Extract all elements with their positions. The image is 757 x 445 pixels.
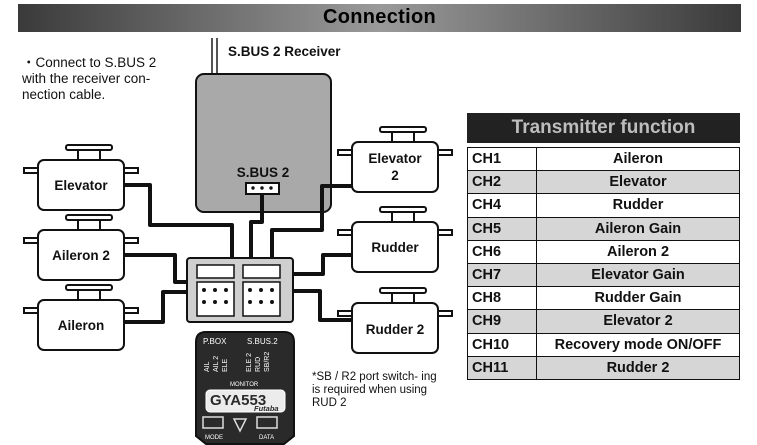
gyro-sbus2-label: S.BUS.2 [247, 337, 278, 346]
channel-cell: CH6 [467, 239, 537, 264]
function-cell: Elevator Gain [536, 262, 740, 288]
servo-label-rudder2: Rudder 2 [366, 322, 425, 337]
channel-cell: CH5 [467, 216, 537, 241]
title-bar: Connection [18, 4, 741, 32]
function-cell: Aileron [536, 146, 740, 172]
channel-cell: CH7 [467, 262, 537, 288]
channel-cell: CH8 [467, 286, 537, 311]
servo-label-elevator: Elevator [54, 178, 108, 193]
servo-label-rudder: Rudder [371, 240, 419, 255]
function-cell: Aileron Gain [536, 216, 740, 241]
servo-rudder2 [337, 287, 453, 354]
connection-note: ・Connect to S.BUS 2 with the receiver co… [22, 55, 157, 102]
page-title: Connection [323, 6, 436, 28]
function-cell: Rudder 2 [536, 355, 740, 380]
servo-label-elevator2-line2: 2 [391, 168, 399, 183]
gyro-data-label: DATA [259, 435, 274, 441]
gyro-port-sbr2: SB/R2 [264, 352, 271, 372]
channel-cell: CH4 [467, 193, 537, 218]
receiver-label: S.BUS 2 Receiver [228, 44, 341, 59]
function-cell: Recovery mode ON/OFF [536, 332, 740, 357]
channel-cell: CH2 [467, 170, 537, 195]
function-cell: Aileron 2 [536, 239, 740, 264]
channel-cell: CH11 [467, 355, 537, 380]
gyro-port-rud: RUD [255, 357, 262, 372]
receiver-port-label: S.BUS 2 [237, 165, 290, 180]
function-cell: Elevator 2 [536, 309, 740, 334]
function-cell: Rudder [536, 193, 740, 218]
gyro-port-ail2: AIL 2 [213, 356, 220, 372]
gyro-port-ail: AIL [204, 361, 211, 372]
function-cell: Elevator [536, 170, 740, 195]
footnote: *SB / R2 port switch- ing is required wh… [312, 371, 437, 409]
servo-label-aileron2: Aileron 2 [52, 248, 110, 263]
channel-cell: CH9 [467, 309, 537, 334]
gyro-monitor-label: MONITOR [230, 382, 259, 388]
gyro-port-ele2: ELE 2 [246, 353, 253, 372]
gyro-body [195, 331, 295, 445]
transmitter-function-title: Transmitter function [467, 113, 740, 143]
gyro-mode-label: MODE [205, 435, 223, 441]
channel-cell: CH1 [467, 146, 537, 172]
gyro-pbox-label: P.BOX [203, 337, 227, 346]
function-cell: Rudder Gain [536, 286, 740, 311]
channel-cell: CH10 [467, 332, 537, 357]
gyro-brand-label: Futaba [254, 404, 279, 413]
gyro-port-ele: ELE [222, 358, 229, 372]
gyro-model-label: GYA553 [210, 392, 266, 409]
servo-label-aileron: Aileron [58, 318, 105, 333]
servo-label-elevator2-line1: Elevator [368, 151, 422, 166]
